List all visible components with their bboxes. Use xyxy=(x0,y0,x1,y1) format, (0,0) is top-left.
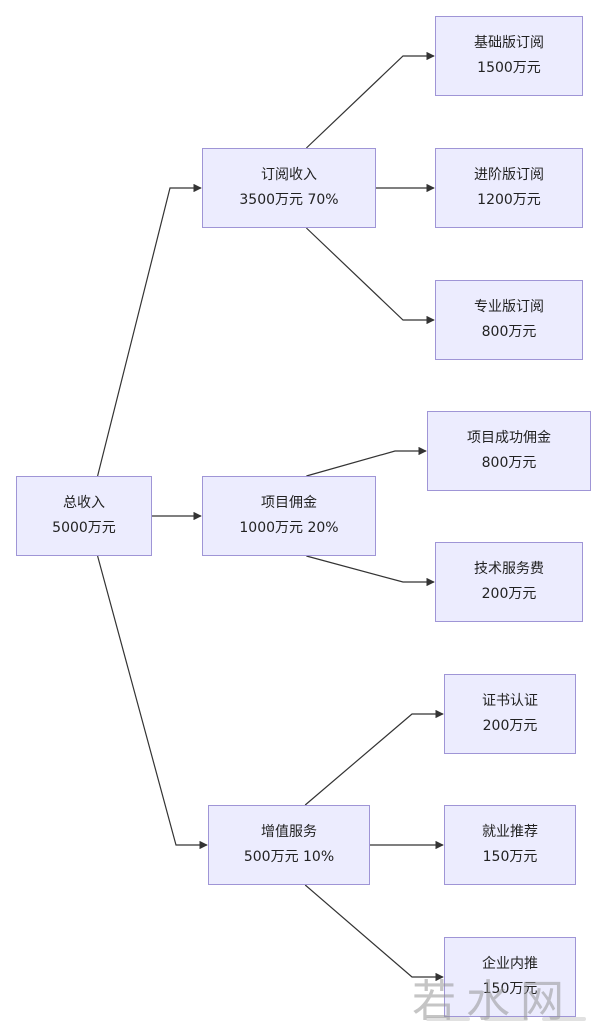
node-value: 150万元 xyxy=(482,981,538,997)
node-total-revenue: 总收入 5000万元 xyxy=(16,476,152,556)
edge-vas-to-vas_ref xyxy=(304,884,444,982)
node-project-commission: 项目佣金 1000万元 20% xyxy=(202,476,376,556)
node-value: 1200万元 xyxy=(477,192,541,208)
node-title: 基础版订阅 xyxy=(474,35,544,51)
node-value: 1000万元 20% xyxy=(239,520,339,536)
node-title: 进阶版订阅 xyxy=(474,167,544,183)
node-tech-service-fee: 技术服务费 200万元 xyxy=(435,542,583,622)
node-value: 200万元 xyxy=(481,586,537,602)
node-project-success-commission: 项目成功佣金 800万元 xyxy=(427,411,591,491)
node-advanced-subscription: 进阶版订阅 1200万元 xyxy=(435,148,583,228)
node-job-recommendation: 就业推荐 150万元 xyxy=(444,805,576,885)
node-title: 专业版订阅 xyxy=(474,299,544,315)
node-value: 200万元 xyxy=(482,718,538,734)
edge-vas-to-vas_cert xyxy=(304,709,444,806)
node-title: 订阅收入 xyxy=(261,167,317,183)
node-value: 5000万元 xyxy=(52,520,116,536)
node-subscription-revenue: 订阅收入 3500万元 70% xyxy=(202,148,376,228)
node-internal-referral: 企业内推 150万元 xyxy=(444,937,576,1017)
node-value: 800万元 xyxy=(481,455,537,471)
node-value: 3500万元 70% xyxy=(239,192,339,208)
node-pro-subscription: 专业版订阅 800万元 xyxy=(435,280,583,360)
node-title: 技术服务费 xyxy=(474,561,544,577)
edge-root-to-sub xyxy=(97,183,202,477)
node-title: 企业内推 xyxy=(482,956,538,972)
node-title: 增值服务 xyxy=(261,824,317,840)
node-title: 总收入 xyxy=(63,495,105,511)
node-value: 500万元 10% xyxy=(243,849,335,865)
edge-comm-to-comm_tech xyxy=(306,555,435,587)
edge-sub-to-sub_pro xyxy=(305,227,435,325)
node-basic-subscription: 基础版订阅 1500万元 xyxy=(435,16,583,96)
edge-sub-to-sub_basic xyxy=(305,51,435,149)
node-certification: 证书认证 200万元 xyxy=(444,674,576,754)
edge-root-to-vas xyxy=(97,555,208,850)
node-value: 150万元 xyxy=(482,849,538,865)
node-value: 1500万元 xyxy=(477,60,541,76)
node-value-added-services: 增值服务 500万元 10% xyxy=(208,805,370,885)
node-title: 证书认证 xyxy=(482,693,538,709)
edge-comm-to-comm_proj xyxy=(306,446,427,477)
node-value: 800万元 xyxy=(481,324,537,340)
node-title: 项目成功佣金 xyxy=(467,430,551,446)
node-title: 项目佣金 xyxy=(261,495,317,511)
node-title: 就业推荐 xyxy=(482,824,538,840)
